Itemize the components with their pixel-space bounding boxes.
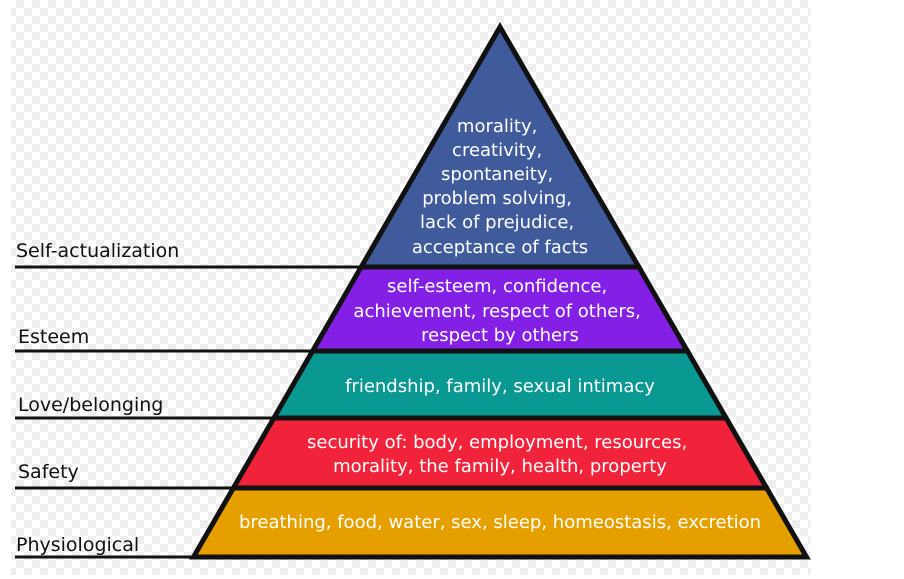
need-line: self-esteem, confidence, <box>387 276 607 297</box>
level-label-esteem: Esteem <box>18 326 89 348</box>
need-line: achievement, respect of others, <box>353 301 640 322</box>
level-label-love-belonging: Love/belonging <box>18 394 163 416</box>
need-line: friendship, family, sexual intimacy <box>345 376 655 397</box>
need-line: lack of prejudice, <box>420 212 574 233</box>
level-leader-lines <box>15 265 363 559</box>
band-physiological <box>189 485 811 560</box>
need-line: morality, <box>457 116 537 137</box>
need-line: acceptance of facts <box>412 237 588 258</box>
physiological-needs: breathing, food, water, sex, sleep, home… <box>239 512 761 533</box>
esteem-needs: self-esteem, confidence, achievement, re… <box>353 276 646 346</box>
level-label-safety: Safety <box>18 461 79 483</box>
level-label-self-actualization: Self-actualization <box>16 240 179 262</box>
need-line: breathing, food, water, sex, sleep, home… <box>239 512 761 533</box>
level-label-physiological: Physiological <box>16 534 139 556</box>
safety-needs: security of: body, employment, resources… <box>307 432 693 477</box>
band-safety <box>229 415 771 491</box>
need-line: morality, the family, health, property <box>333 456 667 477</box>
need-line: problem solving, <box>422 188 572 209</box>
need-line: security of: body, employment, resources… <box>307 432 687 453</box>
need-line: respect by others <box>421 325 579 346</box>
self-actualization-needs: morality, creativity, spontaneity, probl… <box>412 116 588 258</box>
need-line: spontaneity, <box>441 164 553 185</box>
need-line: creativity, <box>452 140 542 161</box>
love-belonging-needs: friendship, family, sexual intimacy <box>345 376 655 397</box>
